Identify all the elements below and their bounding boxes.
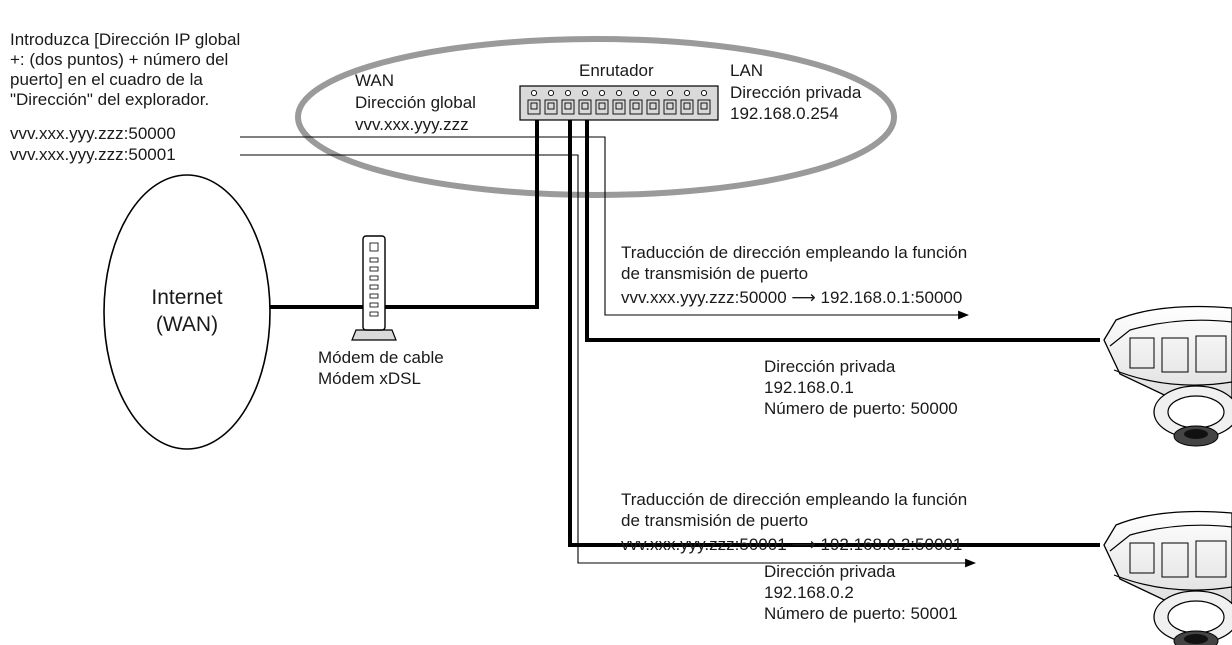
router-led [666, 89, 674, 97]
router-port [595, 99, 609, 115]
arrow-icon: ⟶ [791, 288, 816, 307]
translation-2-line-2: de transmisión de puerto [621, 511, 809, 530]
wan-title: WAN [355, 71, 395, 90]
router-led [632, 89, 640, 97]
translation-1-from: vvv.xxx.yyy.zzz:50000 [621, 288, 787, 307]
router-port [527, 99, 541, 115]
router-icon [519, 85, 719, 121]
modem-led [369, 284, 379, 290]
router-port [612, 99, 626, 115]
camera-1-address: 192.168.0.1 [764, 378, 854, 397]
router-port-jack [700, 102, 708, 110]
modem-xdsl-label: Módem xDSL [318, 369, 421, 388]
translation-2-to: 192.168.0.2:50001 [820, 535, 963, 554]
router-led [683, 89, 691, 97]
translation-1-to: 192.168.0.1:50000 [820, 288, 963, 307]
url-port-50000: vvv.xxx.yyy.zzz:50000 [10, 124, 176, 143]
router-port-jack [683, 102, 691, 110]
instruction-line-1: Introduzca [Dirección IP global [10, 30, 241, 49]
router-led [598, 89, 606, 97]
internet-to-router-cable [270, 108, 539, 309]
translation-2-from: vvv.xxx.yyy.zzz:50001 [621, 535, 787, 554]
router-port [544, 99, 558, 115]
modem-led [369, 293, 379, 299]
camera-1-port: Número de puerto: 50000 [764, 399, 958, 418]
router-port-jack [598, 102, 606, 110]
router-port [561, 99, 575, 115]
translation-1-mapping: vvv.xxx.yyy.zzz:50000 ⟶ 192.168.0.1:5000… [621, 288, 962, 308]
router-led [649, 89, 657, 97]
router-port-jack [649, 102, 657, 110]
router-led [547, 89, 555, 97]
router-port-jack [581, 102, 589, 110]
router-to-camera-1-cable [585, 108, 1100, 342]
modem-led [369, 302, 379, 308]
translation-1-line-1: Traducción de dirección empleando la fun… [621, 243, 968, 262]
dome-camera-1-icon [1103, 305, 1232, 447]
router-led [700, 89, 708, 97]
dome-camera-2-icon [1103, 510, 1232, 645]
router-port-jack [615, 102, 623, 110]
lan-private-address-label: Dirección privada [730, 83, 862, 102]
router-to-camera-2-cable [568, 108, 1100, 547]
modem-cable-label: Módem de cable [318, 348, 444, 367]
internet-label: Internet [151, 286, 223, 309]
router-port-jack [547, 102, 555, 110]
translation-1-line-2: de transmisión de puerto [621, 264, 809, 283]
camera-1-private-address-label: Dirección privada [764, 357, 896, 376]
lan-private-address-value: 192.168.0.254 [730, 104, 839, 123]
wan-global-address-value: vvv.xxx.yyy.zzz [355, 115, 469, 134]
internet-cloud [103, 174, 271, 450]
instruction-line-2: +: (dos puntos) + número del [10, 50, 229, 69]
network-boundary-ellipse [295, 36, 897, 198]
modem-led [369, 275, 379, 281]
arrow-icon: ⟶ [791, 535, 816, 554]
camera-2-port: Número de puerto: 50001 [764, 604, 958, 623]
router-port [629, 99, 643, 115]
url-link-line-2 [240, 154, 977, 568]
modem-led [369, 257, 379, 263]
modem-led [369, 311, 379, 317]
router-port-jack [530, 102, 538, 110]
url-port-50001: vvv.xxx.yyy.zzz:50001 [10, 145, 176, 164]
camera-2-address: 192.168.0.2 [764, 583, 854, 602]
wan-global-address-label: Dirección global [355, 93, 476, 112]
router-led [564, 89, 572, 97]
modem-led [369, 266, 379, 272]
router-label: Enrutador [579, 61, 654, 80]
instruction-line-4: "Dirección" del explorador. [10, 90, 210, 109]
camera-2-private-address-label: Dirección privada [764, 562, 896, 581]
lan-title: LAN [730, 61, 764, 80]
instruction-line-3: puerto] en el cuadro de la [10, 70, 203, 89]
translation-2-mapping: vvv.xxx.yyy.zzz:50001 ⟶ 192.168.0.2:5000… [621, 535, 962, 555]
router-port [646, 99, 660, 115]
modem-icon [351, 235, 397, 341]
router-port-jack [666, 102, 674, 110]
router-port [578, 99, 592, 115]
router-port-jack [564, 102, 572, 110]
router-port [680, 99, 694, 115]
translation-2-line-1: Traducción de dirección empleando la fun… [621, 490, 968, 509]
router-led [581, 89, 589, 97]
internet-wan-label: (WAN) [155, 313, 219, 336]
router-port-jack [632, 102, 640, 110]
router-port [663, 99, 677, 115]
router-led [530, 89, 538, 97]
router-led [615, 89, 623, 97]
url-link-line-1 [240, 136, 970, 320]
modem-power-led [369, 242, 379, 252]
router-port [697, 99, 711, 115]
